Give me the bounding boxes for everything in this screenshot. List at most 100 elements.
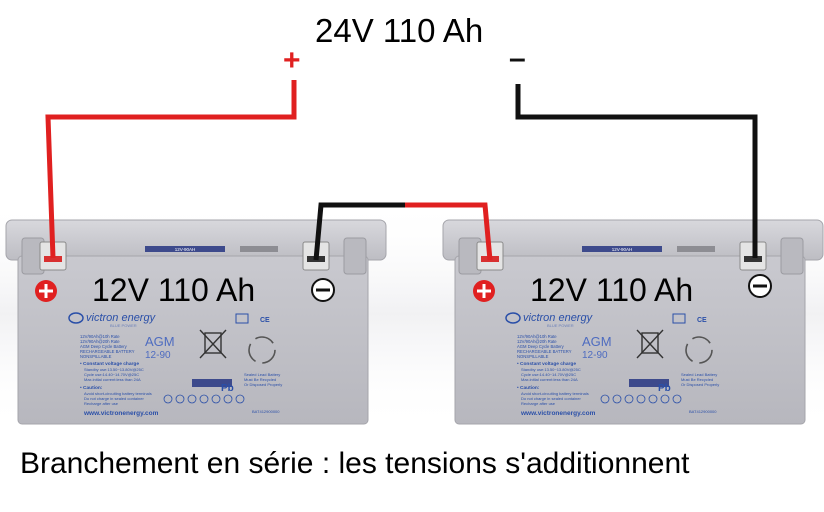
lid-strip-2 (677, 246, 715, 252)
bridge-wire-positive-half (405, 202, 493, 261)
negative-output-wire (515, 84, 758, 258)
charge-title: • Constant voltage charge (80, 361, 139, 367)
warning-symbol-icon (235, 394, 245, 404)
recycle-line: Or Disposed Properly (244, 382, 282, 387)
battery-left-rating: 12V 110 Ah (92, 272, 256, 308)
recycle-icon (248, 336, 276, 364)
pb-mark: Pb (221, 383, 234, 394)
positive-output-wire (45, 80, 297, 259)
ce-mark: CE (260, 317, 270, 324)
recycle-line: Must Be Recycled (681, 377, 713, 382)
spec-line: RECHARGEABLE BATTERY (80, 349, 135, 354)
spec-line: AGM Deep Cycle Battery (80, 344, 128, 349)
plus-glyph-v (44, 284, 48, 298)
crossed-bin-icon (641, 332, 659, 354)
bridge-wire-negative-half (313, 202, 405, 261)
spec-line: NONSPILLABLE (80, 354, 112, 359)
total-rating-title: 24V 110 Ah (315, 12, 484, 49)
charge-line: Standby use:13.50~13.80V@25C (84, 367, 144, 372)
plus-glyph-v (482, 284, 486, 298)
battery-right: 12V-90AH victron energy BLUE POWER 12V/9… (442, 219, 824, 425)
spec-line: RECHARGEABLE BATTERY (517, 349, 572, 354)
victron-logo-icon (505, 312, 521, 324)
warning-symbol-icon (624, 394, 634, 404)
bin-cross-line (636, 329, 664, 359)
lid-strip (145, 246, 225, 252)
caution-line: Recharge after use (84, 401, 119, 406)
warning-symbol-icon (636, 394, 646, 404)
charge-title: • Constant voltage charge (517, 361, 576, 367)
model-size: 12-90 (145, 350, 171, 361)
spec-line: 12V/90Ah@10h Rate (517, 334, 557, 339)
model-name: AGM (145, 334, 175, 349)
ce-mark: CE (697, 317, 707, 324)
pb-mark: Pb (658, 383, 671, 394)
caution-line: Do not charge in sealed container (84, 396, 144, 401)
brand-name: victron energy (86, 312, 157, 324)
negative-terminal-label: – (509, 42, 526, 75)
ul-mark-icon (235, 313, 249, 324)
warning-symbol-icon (187, 394, 197, 404)
brand-name: victron energy (523, 312, 594, 324)
warning-symbol-icon (199, 394, 209, 404)
serial-number: BAT412900000 (689, 409, 717, 414)
battery-label: victron energy BLUE POWER 12V/90Ah@10h R… (68, 312, 282, 417)
caution-line: Do not charge in sealed container (521, 396, 581, 401)
caution-line: Avoid short-circuiting battery terminals (84, 391, 152, 396)
battery-right-rating: 12V 110 Ah (530, 272, 694, 308)
charge-line: Max.initial current:less than 24A (521, 377, 578, 382)
battery-left: 12V-90AH victron energy BLUE POWER 12V/9… (5, 219, 387, 425)
positive-terminal-cap (44, 256, 62, 262)
wires (45, 80, 758, 261)
warning-symbol-icon (211, 394, 221, 404)
serial-number: BAT412900000 (252, 409, 280, 414)
warning-symbol-icon (648, 394, 658, 404)
battery-label: victron energy BLUE POWER 12V/90Ah@10h R… (505, 312, 719, 417)
model-size: 12-90 (582, 350, 608, 361)
warning-symbol-icon (163, 394, 173, 404)
battery-body (17, 255, 369, 425)
battery-body (454, 255, 806, 425)
spec-line: AGM Deep Cycle Battery (517, 344, 565, 349)
caution-line: Avoid short-circuiting battery terminals (521, 391, 589, 396)
handle-right (780, 237, 804, 275)
spec-line: 12V/90Ah@20h Rate (80, 339, 120, 344)
brand-tagline: BLUE POWER (547, 323, 574, 328)
recycle-line: Sealed Lead Battery (681, 372, 717, 377)
warning-symbol-icon (600, 394, 610, 404)
website: www.victronenergy.com (83, 410, 159, 417)
brand-tagline: BLUE POWER (110, 323, 137, 328)
crossed-bin-icon (204, 332, 222, 354)
lid-tag: 12V-90AH (175, 247, 196, 252)
warning-symbol-icon (612, 394, 622, 404)
positive-terminal-label: + (283, 44, 301, 77)
recycle-line: Sealed Lead Battery (244, 372, 280, 377)
warning-symbol-icon (223, 394, 233, 404)
caution-title: • Caution: (80, 385, 103, 391)
recycle-icon (685, 336, 713, 364)
diagram-caption: Branchement en série : les tensions s'ad… (20, 447, 690, 480)
bin-cross-line (199, 329, 227, 359)
model-name: AGM (582, 334, 612, 349)
negative-terminal-cap (744, 256, 762, 262)
spec-line: NONSPILLABLE (517, 354, 549, 359)
charge-line: Cycle use:14.40~14.70V@25C (84, 372, 139, 377)
warning-symbol-icon (672, 394, 682, 404)
lid-tag: 12V-90AH (612, 247, 633, 252)
charge-line: Cycle use:14.40~14.70V@25C (521, 372, 576, 377)
victron-logo-icon (68, 312, 84, 324)
recycle-line: Or Disposed Properly (681, 382, 719, 387)
pb-bar (192, 379, 232, 387)
warning-symbol-icon (660, 394, 670, 404)
minus-glyph (753, 284, 767, 288)
lid-strip-2 (240, 246, 278, 252)
website: www.victronenergy.com (520, 410, 596, 417)
spec-line: 12V/90Ah@10h Rate (80, 334, 120, 339)
warning-symbol-icon (175, 394, 185, 404)
spec-line: 12V/90Ah@20h Rate (517, 339, 557, 344)
ul-mark-icon (672, 313, 686, 324)
caution-title: • Caution: (517, 385, 540, 391)
lid-strip (582, 246, 662, 252)
handle-right (343, 237, 367, 275)
